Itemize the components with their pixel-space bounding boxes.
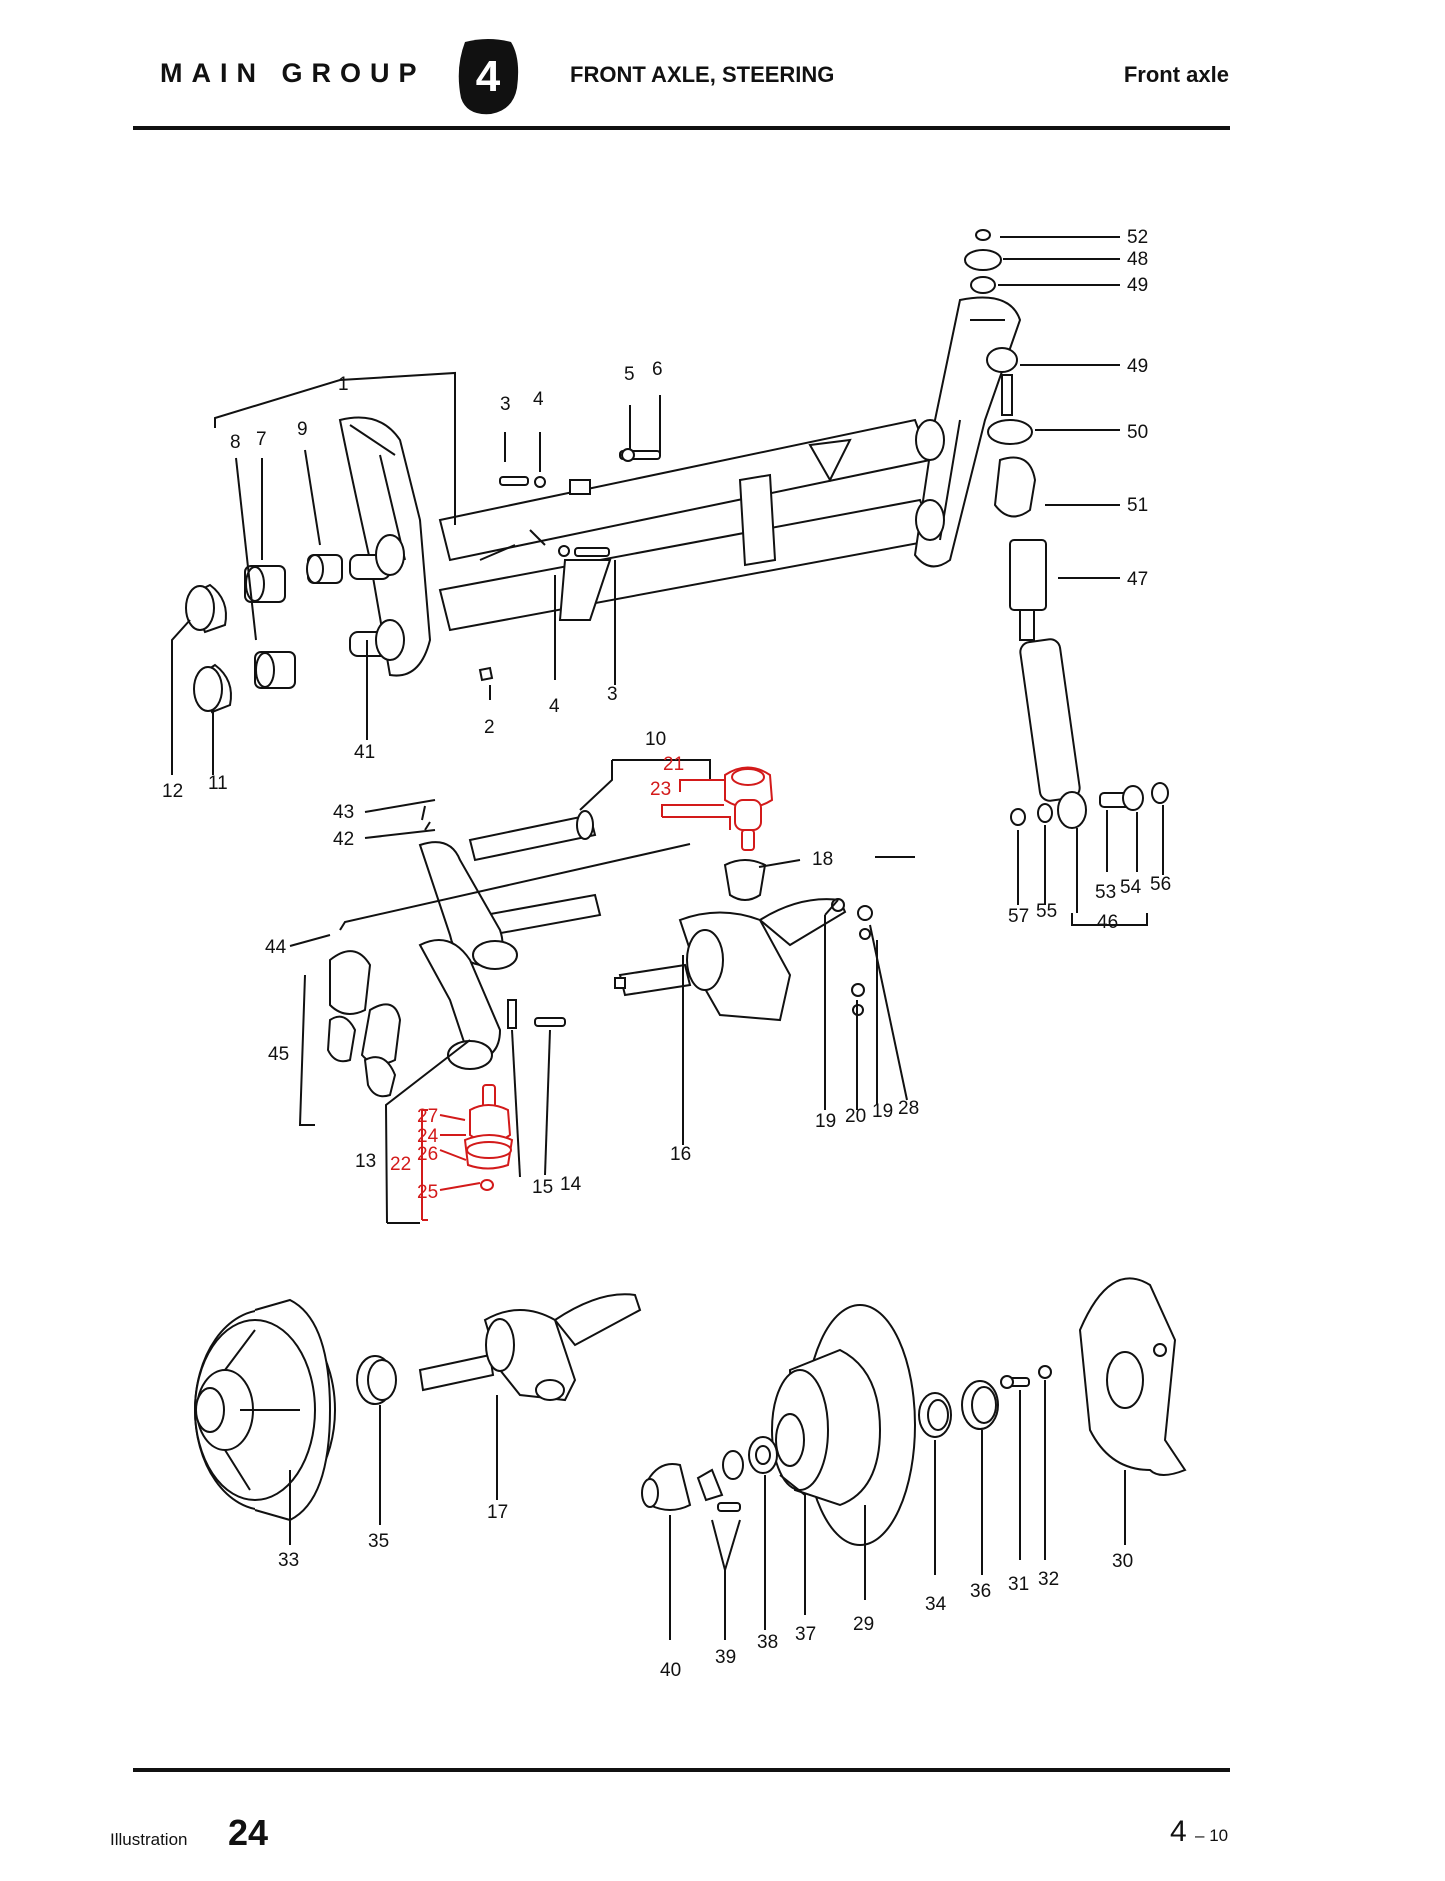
- callout-9: 9: [297, 419, 308, 440]
- callout-52: 52: [1127, 227, 1148, 248]
- callout-1: 1: [338, 374, 349, 395]
- callout-49b: 49: [1127, 356, 1148, 377]
- callout-4: 4: [533, 389, 544, 410]
- seal-35: [356, 1355, 397, 1405]
- callout-4b: 4: [549, 696, 560, 717]
- callout-35: 35: [368, 1531, 389, 1552]
- axle-beam-assembly: [338, 296, 1022, 677]
- steering-knuckle-upper: [614, 898, 873, 1022]
- callout-22: 22: [390, 1154, 411, 1175]
- callout-23: 23: [650, 779, 671, 800]
- callout-29: 29: [853, 1614, 874, 1635]
- main-group-title: MAIN GROUP: [160, 58, 426, 88]
- callout-48: 48: [1127, 249, 1148, 270]
- torsion-arms: [418, 810, 602, 1070]
- callout-57: 57: [1008, 906, 1029, 927]
- callout-38: 38: [757, 1632, 778, 1653]
- callout-25: 25: [417, 1182, 438, 1203]
- illustration-number: 24: [228, 1812, 269, 1853]
- callout-33: 33: [278, 1550, 299, 1571]
- callout-15: 15: [532, 1177, 553, 1198]
- callout-50: 50: [1127, 422, 1148, 443]
- callout-42: 42: [333, 829, 354, 850]
- page-sub: – 10: [1195, 1826, 1229, 1845]
- callout-46: 46: [1097, 912, 1118, 933]
- subsection-title: Front axle: [1123, 62, 1229, 87]
- callout-41: 41: [354, 742, 375, 763]
- callout-31: 31: [1008, 1574, 1029, 1595]
- callout-20: 20: [845, 1106, 866, 1127]
- callout-44: 44: [265, 937, 287, 958]
- callout-47: 47: [1127, 569, 1148, 590]
- badge-shape: [458, 39, 519, 115]
- callout-19a: 19: [815, 1111, 836, 1132]
- group-number-badge: 4: [455, 38, 521, 116]
- callout-49a: 49: [1127, 275, 1148, 296]
- callout-3: 3: [500, 394, 511, 415]
- callout-24: 24: [417, 1126, 439, 1147]
- callout-43: 43: [333, 802, 354, 823]
- callout-26: 26: [417, 1144, 438, 1165]
- callout-54: 54: [1120, 877, 1142, 898]
- callout-10: 10: [645, 729, 666, 750]
- callout-2: 2: [484, 717, 495, 738]
- brake-disc: [771, 1304, 916, 1546]
- page-main: 4: [1170, 1815, 1187, 1848]
- callout-55: 55: [1036, 901, 1057, 922]
- page-number: 4 – 10: [1170, 1815, 1228, 1849]
- callout-28: 28: [898, 1098, 919, 1119]
- callout-53: 53: [1095, 882, 1116, 903]
- callout-8: 8: [230, 432, 241, 453]
- beam-small-parts: [478, 448, 661, 682]
- group-number: 4: [475, 52, 501, 101]
- callout-5: 5: [624, 364, 635, 385]
- callout-labels: 1 2 3 3 4 4 5 6 7 8 9 10 21 23 11 12 13 …: [162, 227, 1171, 1681]
- header-rule: [133, 126, 1230, 130]
- callout-6: 6: [652, 359, 663, 380]
- callout-14: 14: [560, 1174, 582, 1195]
- callout-7: 7: [256, 429, 267, 450]
- callout-39: 39: [715, 1647, 736, 1668]
- callout-16: 16: [670, 1144, 691, 1165]
- hub-nut-parts: [641, 1436, 778, 1512]
- lower-ball-joint: [463, 1084, 514, 1191]
- callout-27: 27: [417, 1106, 438, 1127]
- wheel-bearings: [918, 1365, 1052, 1438]
- callout-51: 51: [1127, 495, 1148, 516]
- steering-knuckle-lower: [418, 1293, 642, 1402]
- callout-45: 45: [268, 1044, 289, 1065]
- callout-37: 37: [795, 1624, 816, 1645]
- callout-34: 34: [925, 1594, 947, 1615]
- callout-13: 13: [355, 1151, 376, 1172]
- brake-drum: [194, 1298, 336, 1522]
- callout-32: 32: [1038, 1569, 1059, 1590]
- clamp-stack: [326, 843, 691, 1098]
- backing-plate: [1078, 1277, 1187, 1476]
- section-title: FRONT AXLE, STEERING: [570, 62, 835, 87]
- callout-30: 30: [1112, 1551, 1133, 1572]
- shock-absorber: [964, 229, 1169, 829]
- callout-19b: 19: [872, 1101, 893, 1122]
- footer-rule: [133, 1768, 1230, 1772]
- callout-18: 18: [812, 849, 833, 870]
- bushings-left: [185, 554, 343, 714]
- callout-11: 11: [208, 773, 228, 794]
- callout-40: 40: [660, 1660, 681, 1681]
- upper-ball-joint: [723, 766, 774, 901]
- leader-lines: [171, 236, 1164, 1640]
- callout-36: 36: [970, 1581, 991, 1602]
- illustration-label: Illustration: [110, 1830, 188, 1849]
- callout-56: 56: [1150, 874, 1171, 895]
- callout-17: 17: [487, 1502, 508, 1523]
- callout-3b: 3: [607, 684, 618, 705]
- callout-21: 21: [663, 754, 684, 775]
- callout-12: 12: [162, 781, 183, 802]
